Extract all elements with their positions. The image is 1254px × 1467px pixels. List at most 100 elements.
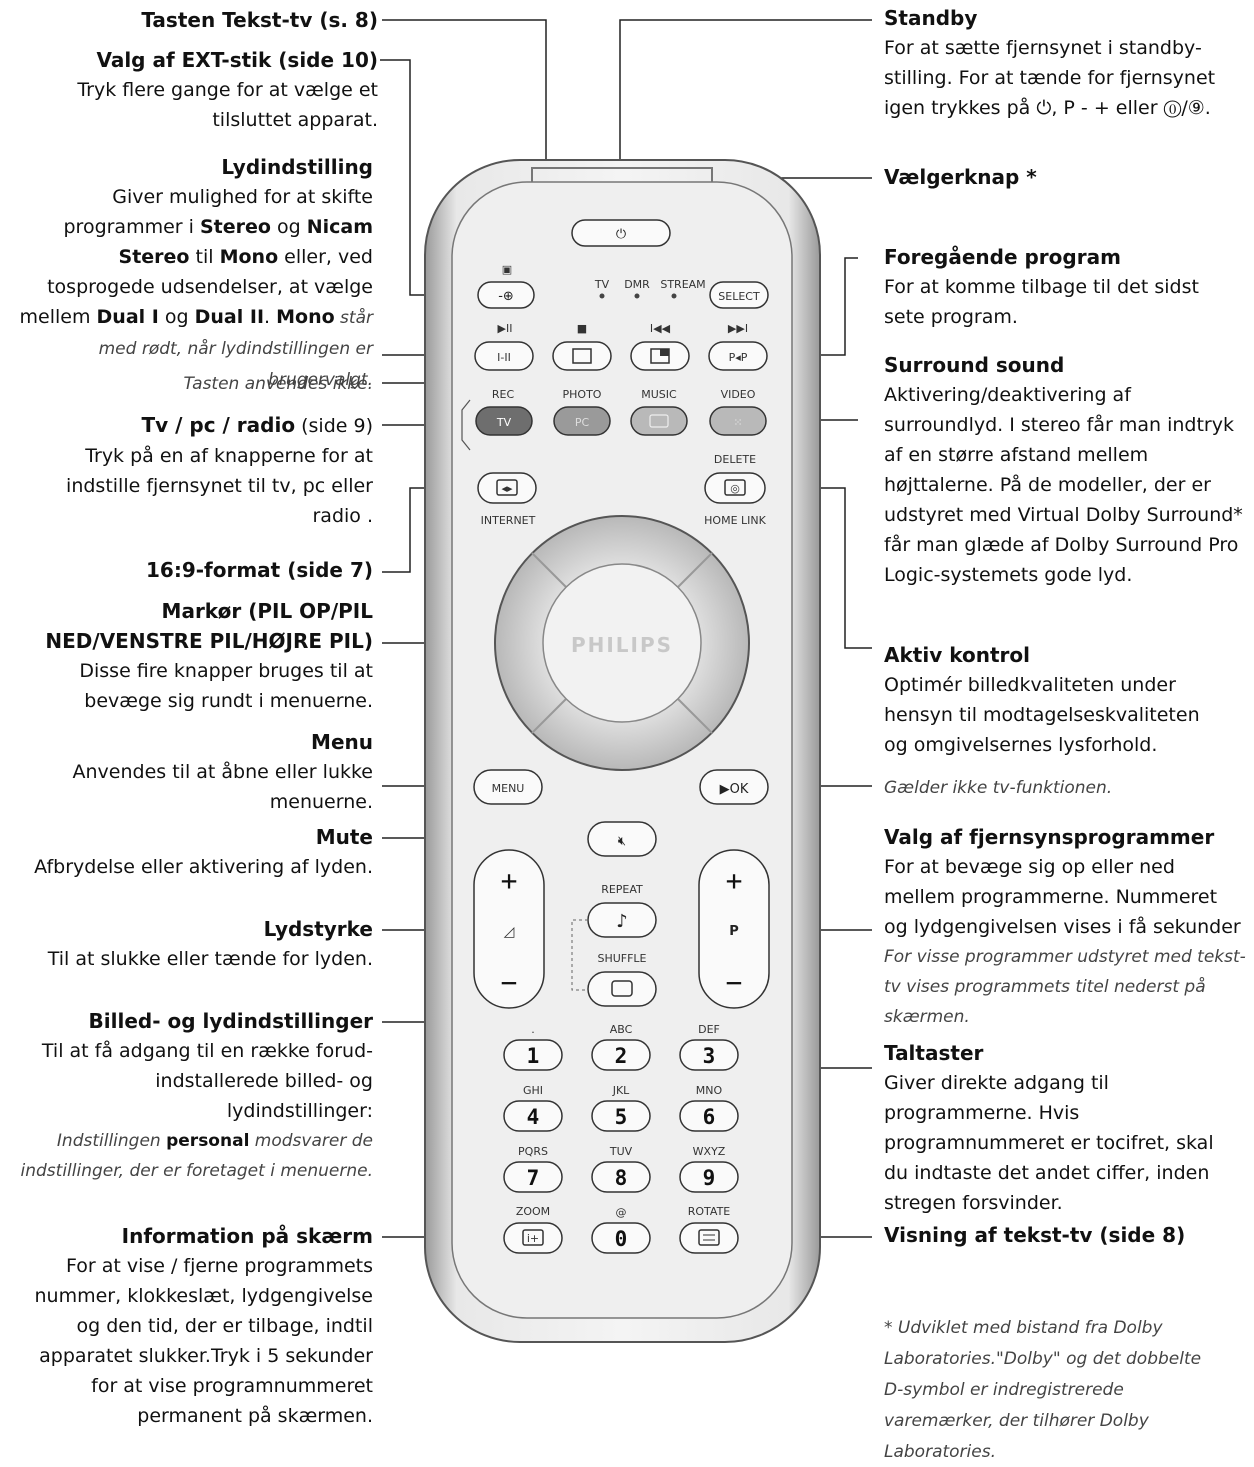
program-rocker[interactable]: + P − — [698, 849, 770, 1009]
svg-text:▶OK: ▶OK — [720, 782, 749, 797]
digit-2-button[interactable]: ABC 2 — [591, 1023, 651, 1071]
active-control-button[interactable]: ◎ — [704, 472, 766, 504]
footnote: * Udviklet med bistand fra Dolby Laborat… — [884, 1318, 1202, 1462]
format-button[interactable]: ◂▸ — [477, 472, 537, 504]
digits-label: Taltaster Giver direkte adgang til progr… — [884, 1041, 1214, 1214]
svg-text:REC: REC — [492, 388, 515, 401]
digit-8-button[interactable]: TUV 8 — [591, 1145, 651, 1193]
channels-label: Valg af fjernsynsprogrammer For at bevæg… — [884, 825, 1246, 1027]
pc-button[interactable]: PC — [553, 406, 611, 436]
svg-text:P: P — [729, 924, 739, 939]
volume-icon: ◿ — [504, 924, 515, 940]
format-label: 16:9-format (side 7) — [145, 558, 373, 582]
previous-label: Foregående program For at komme tilbage … — [884, 245, 1199, 328]
svg-text:⁙: ⁙ — [733, 416, 742, 429]
svg-text:▶▶I: ▶▶I — [728, 322, 748, 335]
selector-label: Vælgerknap * — [884, 165, 1037, 189]
teletext-label: Tasten Tekst-tv (s. 8) — [141, 8, 378, 32]
digit-number: 0 — [615, 1227, 628, 1251]
picsound-label: Billed- og lydindstillinger Til at få ad… — [20, 1009, 373, 1181]
surround-button[interactable]: ⁙ — [709, 406, 767, 436]
teletext-view-button[interactable] — [679, 1222, 739, 1254]
repeat-label: REPEAT — [601, 883, 643, 896]
cursor-label: Markør (PIL OP/PIL NED/VENSTRE PIL/HØJRE… — [45, 599, 373, 712]
digit-letters: @ — [616, 1206, 627, 1219]
svg-text:-⊕: -⊕ — [498, 289, 514, 304]
menu-button[interactable]: MENU — [473, 769, 543, 805]
svg-text:TV: TV — [594, 278, 610, 291]
transport-icons: ▶II ■ I◀◀ ▶▶I — [498, 322, 749, 335]
ext-label: Valg af EXT-stik (side 10) Tryk flere ga… — [77, 48, 378, 131]
ext-button[interactable]: -⊕ — [477, 281, 535, 309]
menu-label: Menu Anvendes til at åbne eller lukke me… — [72, 730, 373, 813]
tvpc-label: Tv / pc / radio (side 9) Tryk på en af k… — [66, 413, 373, 527]
svg-text:+: + — [501, 864, 518, 897]
mute-label: Mute Afbrydelse eller aktivering af lyde… — [34, 825, 373, 878]
previous-program-button[interactable]: P◂P — [708, 341, 768, 371]
digit-7-button[interactable]: PQRS 7 — [503, 1145, 563, 1193]
digit-letters: GHI — [523, 1084, 543, 1097]
svg-text:I-II: I-II — [497, 351, 511, 364]
standby-button[interactable]: ⏻ — [571, 219, 671, 247]
shuffle-label: SHUFFLE — [597, 952, 646, 965]
svg-text:■: ■ — [577, 322, 587, 335]
digit-number: 2 — [615, 1044, 628, 1068]
digit-letters: MNO — [696, 1084, 723, 1097]
digit-9-button[interactable]: WXYZ 9 — [679, 1145, 739, 1193]
rotate-label: ROTATE — [688, 1205, 731, 1218]
svg-text:−: − — [501, 966, 518, 999]
digit-number: 8 — [615, 1166, 628, 1190]
radio-button[interactable] — [630, 406, 688, 436]
digit-letters: TUV — [609, 1145, 633, 1158]
ok-button[interactable]: ▶OK — [699, 769, 769, 805]
homelink-label: HOME LINK — [704, 514, 766, 527]
digit-number: 1 — [527, 1044, 540, 1068]
digit-letters: WXYZ — [693, 1145, 726, 1158]
digit-letters: ABC — [610, 1023, 633, 1036]
digit-5-button[interactable]: JKL 5 — [591, 1084, 651, 1132]
sound-mode-button[interactable]: I-II — [474, 341, 534, 371]
svg-text:i+: i+ — [527, 1232, 539, 1245]
svg-text:TV: TV — [496, 416, 512, 429]
digit-number: 7 — [527, 1166, 540, 1190]
digit-number: 3 — [703, 1044, 716, 1068]
sound-label: Lydindstilling Giver mulighed for at ski… — [19, 155, 373, 390]
digit-number: 9 — [703, 1166, 716, 1190]
tv-button[interactable]: TV — [475, 406, 533, 436]
teletext-small-icon: ▣ — [502, 263, 512, 276]
svg-text:STREAM: STREAM — [660, 278, 705, 291]
info-button[interactable]: i+ — [503, 1222, 563, 1254]
digit-number: 5 — [615, 1105, 628, 1129]
svg-text:◎: ◎ — [730, 482, 740, 495]
mode-labels: REC PHOTO MUSIC VIDEO — [492, 388, 756, 401]
internet-label: INTERNET — [481, 514, 536, 527]
digit-1-button[interactable]: .1 — [503, 1023, 563, 1071]
zoom-label: ZOOM — [516, 1205, 550, 1218]
svg-text:DMR: DMR — [624, 278, 650, 291]
svg-text:◂▸: ◂▸ — [501, 482, 513, 495]
unused-label: Tasten anvendes ikke. — [183, 374, 373, 394]
digit-6-button[interactable]: MNO 6 — [679, 1084, 739, 1132]
active-label: Aktiv kontrol Optimér billedkvaliteten u… — [884, 643, 1200, 756]
unused-button[interactable] — [630, 341, 690, 371]
digit-letters: PQRS — [518, 1145, 548, 1158]
digit-0-button[interactable]: @0 — [591, 1206, 651, 1254]
repeat-button[interactable]: ♪ — [587, 902, 657, 938]
svg-text:−: − — [726, 966, 743, 999]
digit-letters: JKL — [612, 1084, 630, 1097]
pip-button[interactable] — [552, 341, 612, 371]
navigation-dial[interactable]: PHILIPS — [494, 515, 750, 771]
digit-number: 6 — [703, 1105, 716, 1129]
svg-text:MUSIC: MUSIC — [641, 388, 677, 401]
mute-button[interactable]: 🔇︎ — [587, 821, 657, 857]
picture-sound-button[interactable] — [587, 971, 657, 1007]
select-button[interactable]: SELECT — [709, 281, 769, 309]
svg-text:MENU: MENU — [492, 782, 525, 795]
svg-text:⏻: ⏻ — [616, 227, 626, 242]
svg-text:VIDEO: VIDEO — [721, 388, 756, 401]
delete-label: DELETE — [714, 453, 756, 466]
volume-rocker[interactable]: + ◿ − — [473, 849, 545, 1009]
